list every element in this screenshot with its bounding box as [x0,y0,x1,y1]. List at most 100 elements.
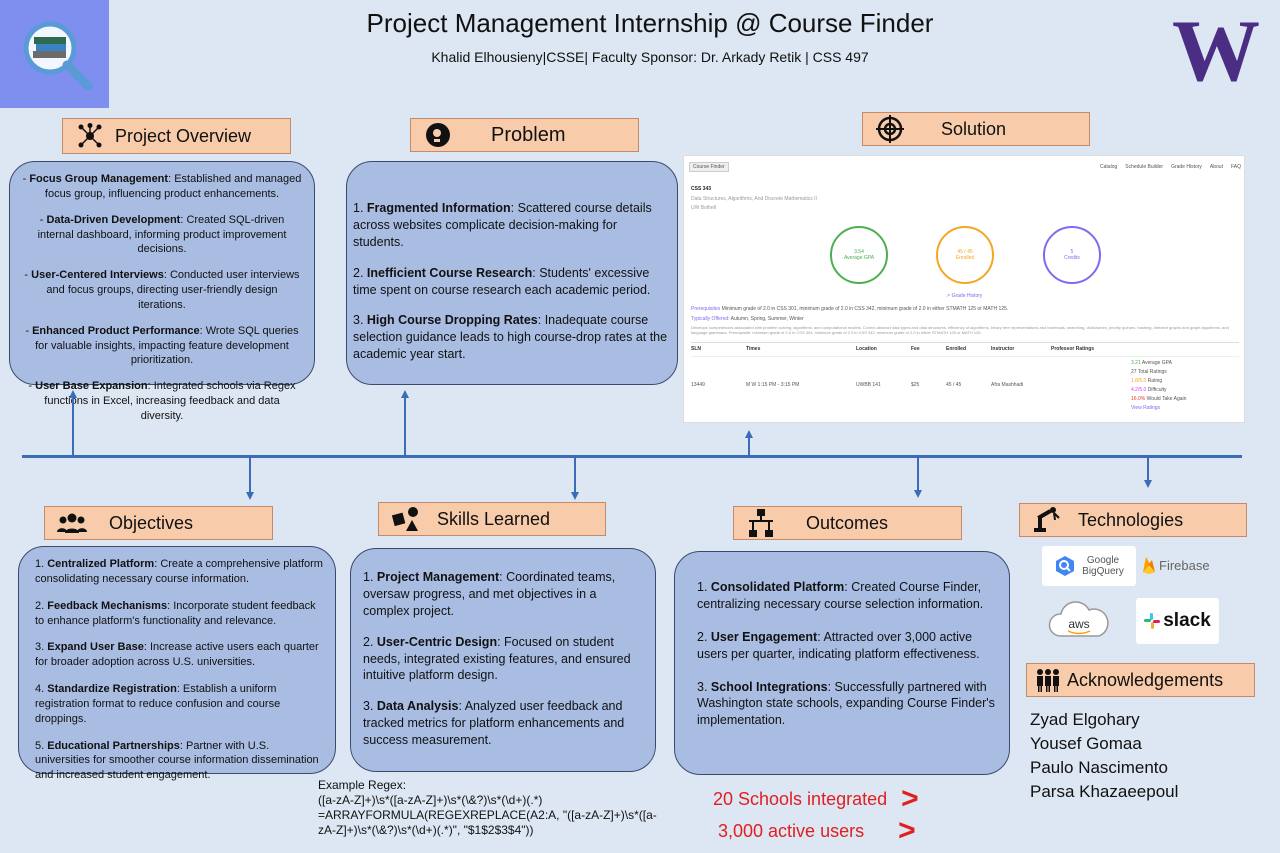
screenshot-rating-line: 16.0% Would Take Again [1131,396,1187,402]
item-title: Standardize Registration [47,683,177,696]
screenshot-grade-history-link: ↗ Grade History [946,293,983,299]
aws-logo: aws [1046,600,1112,642]
acknowledgement-name: Paulo Nascimento [1030,758,1168,777]
item-text: : Integrated schools via Regex functions… [44,380,296,422]
stat-schools: 20 Schools integrated > [713,782,953,815]
item-text: : Focused on student needs, integrated e… [363,634,631,683]
firebase-logo: Firebase [1142,552,1212,578]
stat-text: 20 Schools integrated [713,788,888,809]
section-title: Acknowledgements [1067,669,1224,690]
item-title: User Engagement [710,629,818,644]
hierarchy-icon [746,508,776,538]
connector-line [72,398,74,455]
objective-item: 2. Feedback Mechanisms: Incorporate stud… [35,599,316,627]
section-title: Problem [491,123,566,146]
acknowledgements-header: Acknowledgements [1026,663,1255,697]
problem-item: 2. Inefficient Course Research: Students… [353,265,651,297]
screenshot-table-row: 13449 M W 1:15 PM - 3:15 PM UWBB 141 $25 45 … [691,356,1239,413]
outcome-item: 1. Consolidated Platform: Created Course… [697,580,984,611]
screenshot-campus: UW Bothell [691,205,717,211]
overview-item: - User-Centered Interviews: Conducted us… [24,269,300,311]
screenshot-cell: UWBB 141 [856,382,881,388]
solution-header: Solution [862,112,1090,146]
outcome-item: 2. User Engagement: Attracted over 3,000… [697,629,980,661]
technologies-header: Technologies [1019,503,1247,537]
acknowledgement-name: Yousef Gomaa [1030,734,1142,753]
screenshot-cell: M W 1:15 PM - 3:15 PM [746,382,800,388]
section-title: Project Overview [115,125,252,146]
item-title: Inefficient Course Research [366,265,533,280]
screenshot-rating-line: 1.8/5.0 Rating [1131,378,1163,384]
item-text: : Students' excessive time spent on cour… [353,265,651,297]
poster-subtitle: Khalid Elhousieny|CSSE| Faculty Sponsor:… [431,49,869,65]
target-icon [875,114,905,144]
screenshot-cell: 13449 [691,382,705,388]
item-text: : Created SQL-driven internal dashboard,… [37,213,287,256]
connector-line [748,438,750,455]
connector-line [574,458,576,492]
skill-item: 1. Project Management: Coordinated teams… [363,570,616,618]
screenshot-cell: $25 [911,382,920,388]
screenshot-rating-line: View Ratings [1131,405,1161,411]
project-overview-box: - Focus Group Management: Established an… [9,161,315,422]
firebase-icon [1143,557,1155,574]
connector-line [1147,458,1149,480]
screenshot-ratings: 3.21 Average GPA 27 Total Ratings 1.8/5.0 … [1131,357,1239,413]
item-text: : Established and managed focus group, i… [44,173,302,200]
stat-users: 3,000 active users > [718,814,958,847]
people-icon [1033,665,1063,695]
item-title: Educational Partnerships [47,739,180,752]
overview-item: - Enhanced Product Performance: Wrote SQ… [25,324,299,367]
item-text: : Establish a uniform registration forma… [35,683,281,725]
outcomes-box: 1. Consolidated Platform: Created Course… [674,551,1010,775]
arrow-down-icon [571,492,579,500]
item-title: User-Centered Interviews [31,269,164,282]
item-text: : Created Course Finder, centralizing ne… [697,580,984,611]
item-text: : Partner with U.S. universities for smo… [35,739,319,782]
item-text: : Conducted user interviews and focus gr… [46,269,300,311]
screenshot-col-header: Enrolled [946,346,967,352]
screenshot-rating-line: 3.21 Average GPA [1131,360,1172,366]
chevron-right-icon: > [901,782,919,815]
svg-text:aws: aws [1068,617,1089,631]
arrow-up-icon [401,390,409,398]
search-books-icon [0,0,109,108]
section-title: Technologies [1078,509,1184,530]
bigquery-icon [1056,556,1075,576]
screenshot-nav-item: Catalog [1100,163,1118,170]
item-title: Centralized Platform [47,558,155,570]
screenshot-rating-line: 27 Total Ratings [1131,369,1167,375]
slack-icon [1144,613,1161,629]
item-title: User Base Expansion [35,380,148,393]
item-text: : Coordinated teams, oversaw progress, a… [363,570,616,618]
item-title: Data Analysis [376,699,459,714]
screenshot-col-header: Location [856,346,877,352]
circle-label: Average GPA [843,255,875,261]
objective-item: 5. Educational Partnerships: Partner wit… [35,739,319,782]
regex-example: Example Regex: ([a-zA-Z]+)\s*([a-zA-Z]+)… [318,778,698,838]
item-text: : Analyzed user feedback and tracked met… [363,699,625,747]
objectives-box: 1. Centralized Platform: Create a compre… [18,546,336,781]
arrow-down-icon [1144,480,1152,488]
arrow-down-icon [246,492,254,500]
arrow-up-icon [69,390,77,398]
overview-item: - Focus Group Management: Established an… [22,173,302,200]
item-title: Consolidated Platform [710,580,845,594]
screenshot-description: Develops competencies associated with pr… [691,325,1229,335]
problem-header: Problem [410,118,639,152]
item-title: Project Management [376,570,500,584]
screenshot-nav-item: About [1209,163,1223,170]
acknowledgement-name: Zyad Elgohary [1030,710,1140,729]
overview-item: - User Base Expansion: Integrated school… [28,380,296,422]
circle-value: 5 [1070,249,1074,255]
screenshot-col-header: SLN [691,346,701,352]
screenshot-cell: 45 / 45 [946,382,962,388]
screenshot-col-header: Times [746,346,761,352]
